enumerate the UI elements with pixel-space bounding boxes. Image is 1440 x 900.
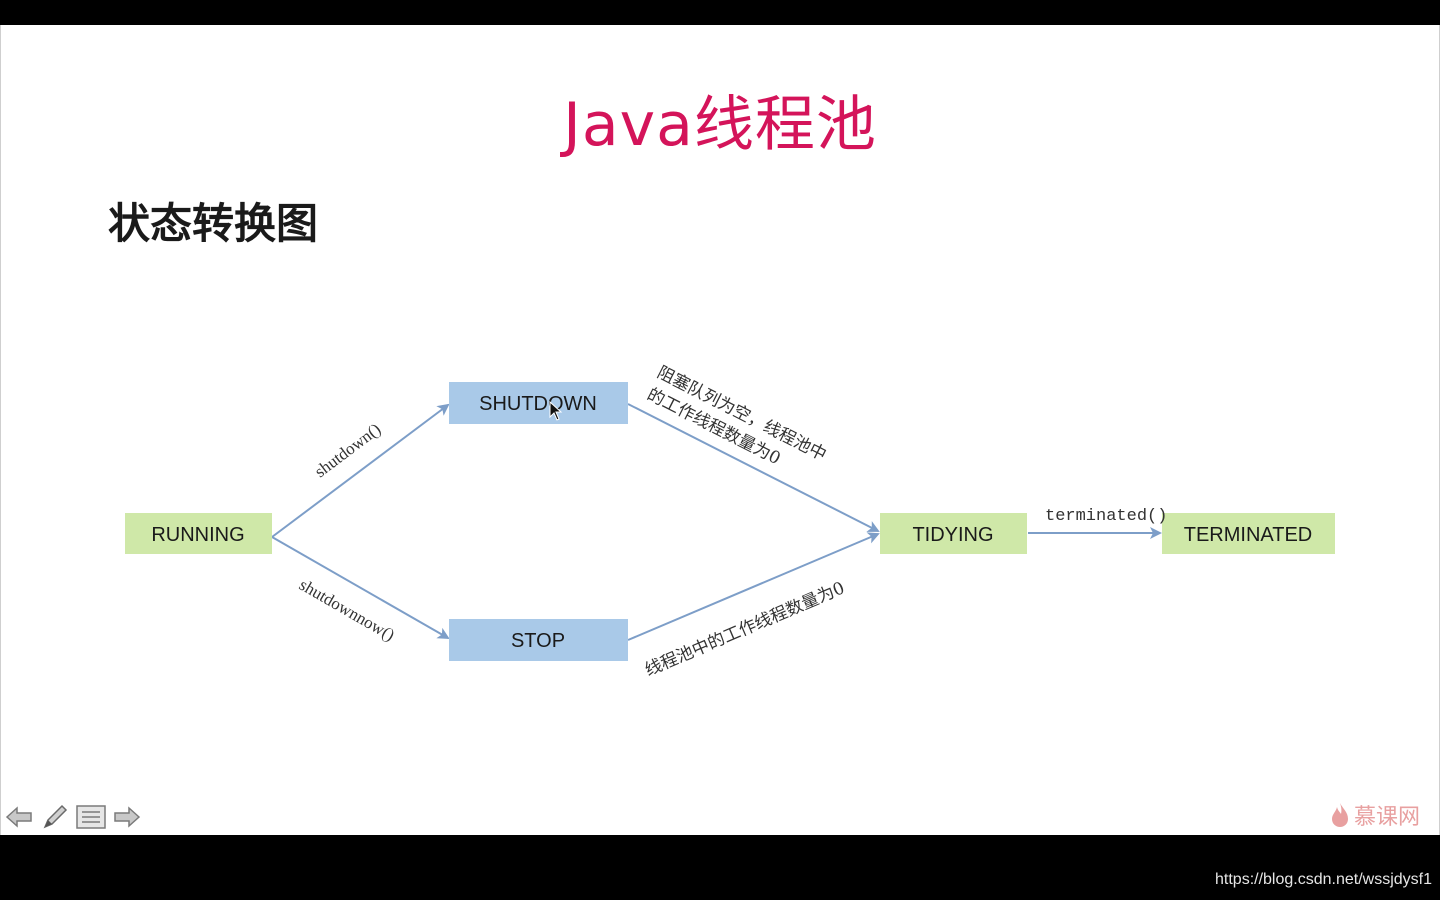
state-stop-box	[449, 619, 628, 661]
state-terminated-box	[1162, 513, 1335, 554]
label-shutdown-call: shutdown()	[311, 419, 384, 481]
state-tidying-label: TIDYING	[912, 524, 993, 546]
state-terminated-label: TERMINATED	[1184, 524, 1313, 546]
edge-shutdown-to-tidying	[627, 403, 880, 532]
edge-stop-to-tidying	[627, 532, 880, 641]
state-shutdown-box	[449, 382, 628, 424]
bottom-letterbox	[0, 835, 1440, 900]
next-slide-button[interactable]	[112, 802, 142, 832]
slide-subtitle: 状态转换图	[108, 199, 319, 248]
state-running-label: RUNNING	[151, 524, 244, 546]
arrow-left-icon	[5, 806, 32, 828]
previous-slide-button[interactable]	[4, 802, 34, 832]
slide-title: Java线程池	[563, 90, 877, 160]
source-url-text: https://blog.csdn.net/wssjdysf1	[1215, 871, 1432, 888]
presentation-slide	[0, 25, 1440, 835]
flame-icon	[1332, 803, 1348, 827]
imooc-watermark: 慕课网	[1330, 799, 1420, 831]
watermark-text: 慕课网	[1354, 805, 1421, 830]
state-shutdown-label: SHUTDOWN	[479, 393, 597, 415]
label-shutdownnow-call: shutdownnow()	[296, 575, 398, 645]
pen-tool-button[interactable]	[40, 802, 70, 832]
state-running-box	[125, 513, 272, 554]
top-letterbox	[0, 0, 1440, 25]
edge-running-to-shutdown	[271, 403, 450, 538]
slide-menu-button[interactable]	[76, 802, 106, 832]
slideshow-toolbar	[4, 800, 142, 834]
menu-icon	[76, 805, 106, 829]
label-stop-condition: 线程池中的工作线程数量为0	[642, 578, 848, 680]
edge-running-to-stop	[271, 536, 450, 639]
state-stop-label: STOP	[511, 630, 565, 652]
pen-icon	[43, 804, 68, 829]
mouse-cursor-icon	[549, 401, 563, 421]
label-terminated-call: terminated()	[1045, 507, 1167, 526]
arrow-right-icon	[114, 806, 141, 828]
state-tidying-box	[880, 513, 1027, 554]
